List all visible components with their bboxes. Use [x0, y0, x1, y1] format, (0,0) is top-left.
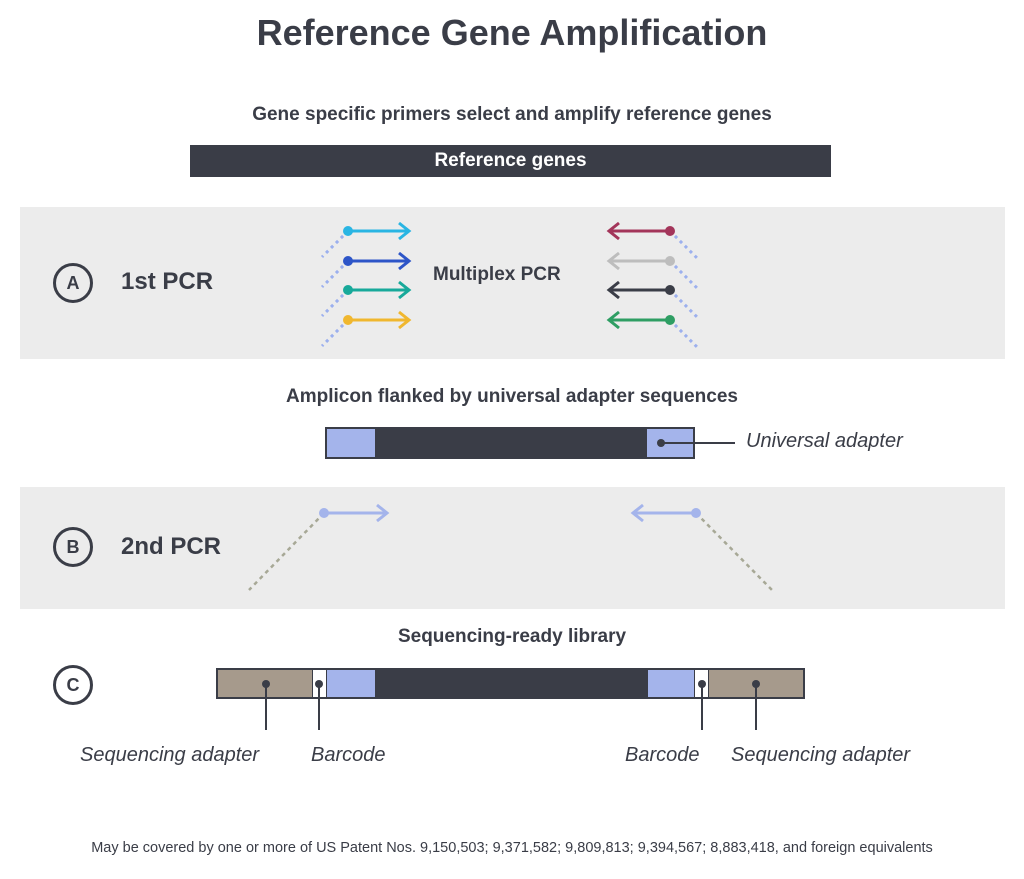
universal-adapter-label: Universal adapter: [746, 430, 903, 452]
second-pcr-forward-primer: [248, 503, 390, 591]
forward-primer-3: [320, 280, 412, 318]
forward-primer-2: [320, 251, 412, 289]
page-title: Reference Gene Amplification: [256, 12, 768, 53]
right-barcode-label: Barcode: [625, 744, 700, 766]
forward-primers: [320, 221, 412, 348]
step-b-label: 2nd PCR: [121, 533, 222, 560]
reference-genes-bar: Reference genes: [190, 145, 831, 177]
reverse-primers: [606, 221, 700, 350]
multiplex-pcr-label: Multiplex PCR: [433, 264, 561, 285]
step-b-letter: B: [66, 536, 80, 557]
step-a-band: [20, 207, 1005, 359]
step-c-letter: C: [66, 674, 80, 695]
reverse-primer-1: [606, 221, 700, 261]
forward-primer-1: [320, 221, 412, 259]
right-universal-adapter: [648, 670, 694, 697]
second-pcr-primers: [248, 503, 773, 591]
patent-footer: May be covered by one or more of US Pate…: [91, 840, 933, 856]
left-sequencing-adapter-label: Sequencing adapter: [80, 744, 260, 766]
amplicon-caption: Amplicon flanked by universal adapter se…: [286, 386, 738, 407]
reverse-primer-2: [606, 251, 700, 291]
step-c-badge: C: [53, 665, 93, 705]
amplicon: [325, 427, 735, 459]
step-b-band: [20, 487, 1005, 609]
sequencing-library: [216, 668, 805, 730]
reverse-primer-4: [606, 310, 700, 350]
left-barcode-label: Barcode: [311, 744, 386, 766]
left-universal-adapter: [327, 670, 375, 697]
right-sequencing-adapter-label: Sequencing adapter: [731, 744, 911, 766]
intro-text: Gene specific primers select and amplify…: [252, 104, 772, 125]
forward-primer-4: [320, 310, 412, 348]
step-a-letter: A: [66, 272, 80, 293]
library-caption: Sequencing-ready library: [397, 626, 627, 647]
amplicon-left-adapter: [327, 429, 375, 457]
reference-genes-label: Reference genes: [434, 150, 587, 171]
second-pcr-reverse-primer: [630, 503, 773, 591]
step-a-label: 1st PCR: [121, 268, 214, 295]
reverse-primer-3: [606, 280, 700, 320]
step-a-badge: A: [53, 263, 93, 303]
step-b-badge: B: [53, 527, 93, 567]
